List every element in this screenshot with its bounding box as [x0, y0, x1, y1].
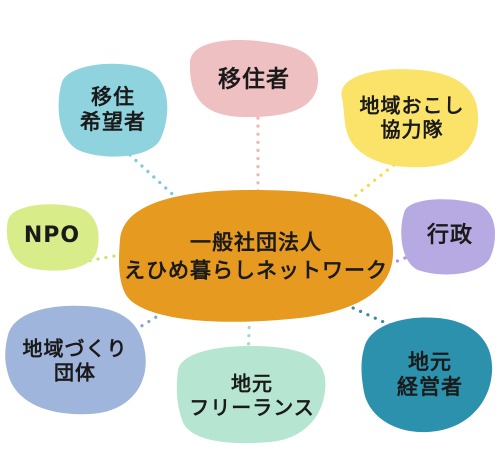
- node-label-keiei: 地元 経営者: [397, 350, 463, 400]
- node-blob-free: [176, 346, 326, 444]
- connector-npo: [80, 253, 122, 264]
- node-label-gyosei: 行政: [427, 223, 473, 249]
- node-blob-kibosha: [58, 63, 168, 157]
- node-blob-gyosei: [401, 199, 495, 275]
- node-npo-line-1: NPO: [23, 223, 81, 249]
- node-blob-npo: [6, 204, 99, 271]
- node-keiei-line-2: 経営者: [397, 375, 463, 399]
- node-keiei-line-1: 地元: [408, 350, 452, 375]
- node-ijusha-line-1: 移住者: [218, 66, 290, 93]
- node-okoshi-line-2: 協力隊: [380, 117, 444, 141]
- node-label-zukuri: 地域づくり 団体: [23, 337, 128, 384]
- center-blob: [119, 190, 394, 322]
- node-kibosha-line-1: 移住: [91, 85, 135, 110]
- node-blob-zukuri: [5, 305, 146, 415]
- node-blob-ijusha: [189, 40, 319, 118]
- node-gyosei-line-1: 行政: [426, 223, 474, 249]
- node-okoshi-line-1: 地域おこし: [359, 93, 465, 118]
- node-label-npo: NPO: [24, 223, 80, 249]
- node-label-free: 地元 フリーランス: [189, 372, 315, 419]
- center-label: 一般社団法人 えひめ暮らしネットワーク: [124, 229, 388, 284]
- node-blob-okoshi: [341, 69, 479, 168]
- node-zukuri-line-1: 地域づくり: [22, 336, 128, 361]
- node-kibosha-line-2: 希望者: [80, 110, 146, 134]
- node-free-line-2: フリーランス: [189, 395, 315, 419]
- center-line-1: 一般社団法人: [190, 230, 322, 255]
- connector-okoshi: [333, 158, 402, 214]
- node-free-line-1: 地元: [230, 371, 273, 396]
- node-label-ijusha: 移住者: [218, 66, 290, 93]
- center-line-2: えひめ暮らしネットワーク: [124, 258, 388, 282]
- node-label-kibosha: 移住 希望者: [80, 85, 146, 135]
- node-label-okoshi: 地域おこし 協力隊: [360, 94, 465, 141]
- node-blob-keiei: [361, 317, 493, 433]
- node-zukuri-line-2: 団体: [54, 360, 96, 384]
